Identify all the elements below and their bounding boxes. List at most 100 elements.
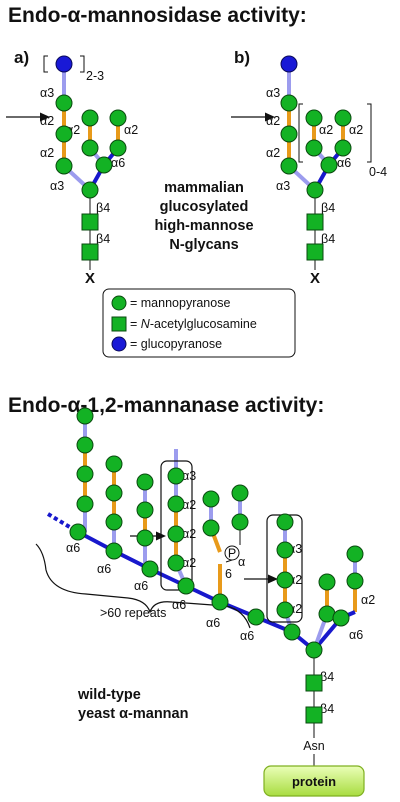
mannose-residue <box>202 519 220 537</box>
legend-glucose-symbol <box>111 336 127 352</box>
mannose-residue <box>283 623 301 641</box>
glucose-residue <box>280 55 298 73</box>
aglycone-x: X <box>85 270 95 287</box>
mannose-residue <box>167 525 185 543</box>
mannose-residue <box>231 484 249 502</box>
mannose-residue <box>105 513 123 531</box>
glcnac-residue <box>305 674 323 692</box>
legend-glcnac-italic: N <box>141 317 151 331</box>
legend-glcnac-label: = N-acetylglucosamine <box>130 317 257 331</box>
mannose-residue <box>105 542 123 560</box>
mannose-residue <box>167 495 185 513</box>
mannose-residue <box>109 139 127 157</box>
panel-a: a) 2-3 α3 α2 α2 α2 α2 α6 α3 β4 β4 X <box>6 48 138 287</box>
linkage-label: α2 <box>361 593 375 607</box>
mannose-residue <box>167 467 185 485</box>
legend-glucose-label: = glucopyranose <box>130 337 222 351</box>
mannose-residue <box>346 572 364 590</box>
repeat-bracket-left <box>298 103 303 163</box>
mannose-residue <box>211 593 229 611</box>
mannose-residue <box>306 181 324 199</box>
mannose-residue <box>136 529 154 547</box>
glcnac-residue <box>81 213 99 231</box>
protein-label: protein <box>292 774 336 789</box>
linkage-label: α6 <box>66 541 80 555</box>
repeat-bracket-left <box>43 55 48 73</box>
caption-line: glucosylated <box>160 199 249 215</box>
linkage-label: α3 <box>40 86 54 100</box>
legend-glcnac-suffix: -acetylglucosamine <box>150 317 257 331</box>
mannose-residue <box>167 554 185 572</box>
mannose-residue <box>318 605 336 623</box>
linkage-label: β4 <box>321 232 335 246</box>
legend-glcnac-prefix: = <box>130 317 141 331</box>
mannose-residue <box>305 109 323 127</box>
caption-line: high-mannose <box>154 218 253 234</box>
mannose-residue <box>318 573 336 591</box>
legend-box <box>102 288 296 358</box>
legend-mannose-label: = mannopyranose <box>130 296 230 310</box>
linkage-label: α2 <box>349 123 363 137</box>
linkage-label: α6 <box>206 616 220 630</box>
mannose-residue <box>276 601 294 619</box>
repeat-count-a: 2-3 <box>86 69 104 83</box>
mannose-residue <box>334 109 352 127</box>
protein-box <box>263 765 365 797</box>
mannose-residue <box>105 455 123 473</box>
mannose-residue <box>280 125 298 143</box>
linkage-label: α3 <box>266 86 280 100</box>
linkage-label: α2 <box>182 498 196 512</box>
linkage-label: α2 <box>40 114 54 128</box>
linkage-label: α6 <box>134 579 148 593</box>
yeast-caption-line: yeast α-mannan <box>78 706 188 722</box>
legend-mannose-symbol <box>111 295 127 311</box>
mannose-residue <box>247 608 265 626</box>
mannose-residue <box>280 157 298 175</box>
mannose-residue <box>305 641 323 659</box>
panel-a-label: a) <box>14 48 29 67</box>
linkage-label: α6 <box>337 156 351 170</box>
linkage-label: α2 <box>319 123 333 137</box>
linkage-label: α6 <box>111 156 125 170</box>
mannose-residue <box>141 560 159 578</box>
n-glycan-caption: mammalian glucosylated high-mannose N-gl… <box>154 180 253 253</box>
phosphate-label: P <box>228 547 236 561</box>
cleavage-box <box>160 460 193 591</box>
linkage-label: α2 <box>266 114 280 128</box>
mannose-residue <box>109 109 127 127</box>
mannose-residue <box>76 407 94 425</box>
linkage-label: β4 <box>321 201 335 215</box>
caption-line: N-glycans <box>169 237 238 253</box>
linkage-label: α2 <box>124 123 138 137</box>
mannose-residue <box>332 609 350 627</box>
mannose-residue <box>346 545 364 563</box>
yeast-caption-line: wild-type <box>77 687 141 703</box>
cleavage-arrowhead <box>156 531 166 541</box>
repeats-label: >60 repeats <box>100 606 166 620</box>
repeat-brace <box>35 543 251 629</box>
glcnac-residue <box>306 243 324 261</box>
glcnac-residue <box>306 213 324 231</box>
cleavage-arrowhead <box>265 112 275 122</box>
legend: = mannopyranose = N-acetylglucosamine = … <box>102 288 296 358</box>
linkage-label: α3 <box>276 179 290 193</box>
legend-glcnac-symbol <box>111 316 127 332</box>
linkage-label: β4 <box>96 201 110 215</box>
asn-label: Asn <box>303 739 325 753</box>
glucose-residue <box>55 55 73 73</box>
mannose-residue <box>55 125 73 143</box>
phosphate-symbol <box>224 545 240 561</box>
aglycone-x: X <box>310 270 320 287</box>
linkage-label: α6 <box>172 598 186 612</box>
mannose-residue <box>177 577 195 595</box>
repeat-count-b: 0-4 <box>369 165 387 179</box>
linkage-label: α2 <box>40 146 54 160</box>
linkage-label: β4 <box>96 232 110 246</box>
glcnac-residue <box>305 706 323 724</box>
linkage-label: α6 <box>349 628 363 642</box>
linkage-label: α6 <box>97 562 111 576</box>
mannose-residue <box>81 139 99 157</box>
linkage-label: α2 <box>266 146 280 160</box>
linkage-label: α3 <box>50 179 64 193</box>
mannose-residue <box>55 157 73 175</box>
